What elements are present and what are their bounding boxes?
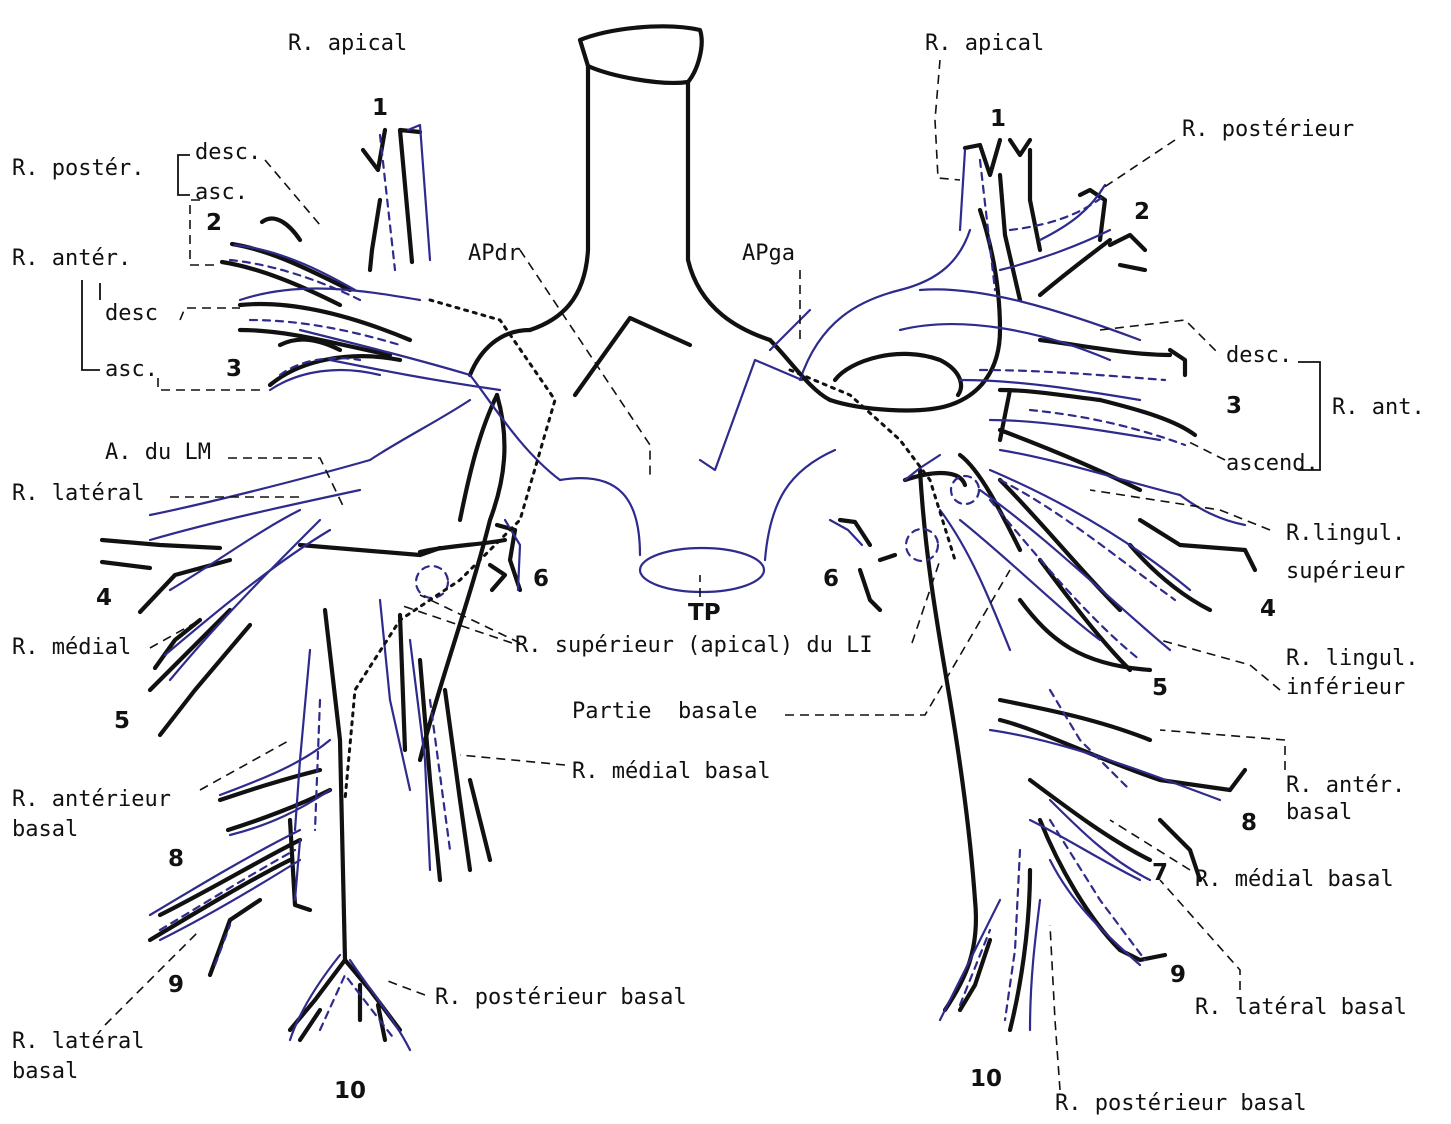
label-r-anter-basal-left-2: basal	[1286, 800, 1352, 825]
segment-number-10-left: 10	[970, 1066, 1002, 1092]
label-r-posterieur-basal-right: R. postérieur basal	[435, 985, 687, 1010]
label-desc-left: desc.	[1226, 343, 1292, 368]
segment-number-6-right: 6	[533, 566, 549, 592]
label-r-medial-basal-left: R. médial basal	[1195, 867, 1394, 892]
label-a-du-lm: A. du LM	[105, 440, 211, 465]
segment-number-4-right: 4	[96, 585, 112, 611]
label-ascend-left: ascend.	[1226, 451, 1319, 476]
label-r-lingul-sup-2: supérieur	[1286, 559, 1405, 584]
label-r-anterieur-basal-2: basal	[12, 817, 78, 842]
label-tp: TP	[688, 600, 721, 626]
segment-number-2-left: 2	[1134, 199, 1150, 225]
label-r-posterieur-left: R. postérieur	[1182, 117, 1354, 142]
segment-number-7-left: 7	[1152, 860, 1168, 886]
label-r-anterieur-basal-1: R. antérieur	[12, 787, 171, 812]
label-r-lingul-inf-2: inférieur	[1286, 675, 1405, 700]
label-r-apical-left: R. apical	[925, 31, 1044, 56]
label-r-poster: R. postér.	[12, 156, 144, 181]
label-asc-mid: asc.	[105, 357, 158, 382]
label-r-lateral-basal-left: R. latéral basal	[1195, 995, 1407, 1020]
label-r-anter-basal-left-1: R. antér.	[1286, 773, 1405, 798]
segment-number-1-right: 1	[372, 95, 388, 121]
segment-number-2-right: 2	[206, 210, 222, 236]
label-desc-mid: desc	[105, 301, 158, 326]
segment-number-6-left: 6	[823, 566, 839, 592]
segment-number-9-right: 9	[168, 972, 184, 998]
segment-number-10-right: 10	[334, 1078, 366, 1104]
label-r-lingul-inf-1: R. lingul.	[1286, 646, 1418, 671]
segment-number-8-right: 8	[168, 846, 184, 872]
right-artery-black	[102, 130, 530, 1040]
label-r-lateral-basal-right-2: basal	[12, 1059, 78, 1084]
label-r-apical-right: R. apical	[288, 31, 407, 56]
label-r-posterieur-basal-left: R. postérieur basal	[1055, 1091, 1307, 1116]
label-r-medial: R. médial	[12, 635, 131, 660]
label-r-lateral-basal-right-1: R. latéral	[12, 1029, 144, 1054]
segment-number-3-left: 3	[1226, 393, 1242, 419]
label-asc-top: asc.	[195, 180, 248, 205]
label-r-superieur-apical: R. supérieur (apical) du LI	[515, 633, 873, 658]
label-r-anter: R. antér.	[12, 246, 131, 271]
label-r-medial-basal-right: R. médial basal	[572, 759, 771, 784]
labels: R. apical R. apical R. postér. desc. asc…	[12, 31, 1425, 1116]
segment-number-3-right: 3	[226, 356, 242, 382]
segment-number-4-left: 4	[1260, 596, 1276, 622]
label-r-lateral: R. latéral	[12, 481, 144, 506]
left-vein-blue	[770, 150, 1245, 1030]
label-r-lingul-sup-1: R.lingul.	[1286, 521, 1405, 546]
segment-number-8-left: 8	[1241, 810, 1257, 836]
segment-number-1-left: 1	[990, 106, 1006, 132]
label-desc-top: desc.	[195, 140, 261, 165]
segment-number-5-right: 5	[114, 708, 130, 734]
segment-number-9-left: 9	[1170, 962, 1186, 988]
label-apga: APga	[742, 241, 795, 266]
label-r-ant-left: R. ant.	[1332, 395, 1425, 420]
segment-number-5-left: 5	[1152, 675, 1168, 701]
label-partie-basale: Partie basale	[572, 699, 757, 724]
label-apdr: APdr	[468, 241, 521, 266]
pulmonary-trunk	[530, 26, 835, 592]
